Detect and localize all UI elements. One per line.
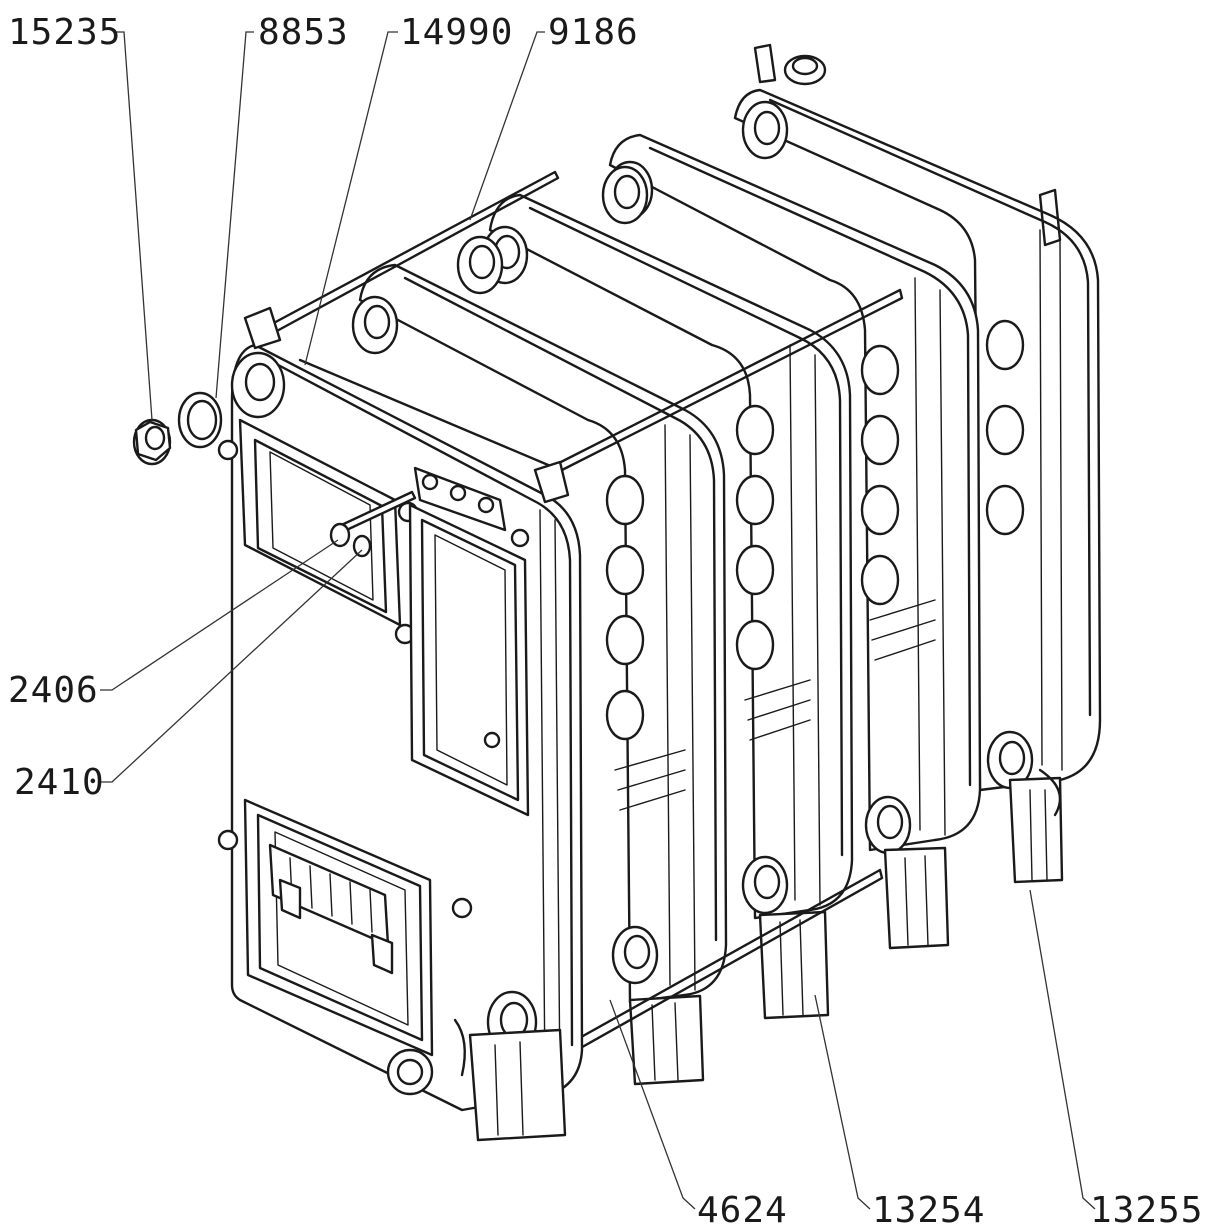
callout-2406: 2406 [8, 670, 99, 711]
right-window [408, 503, 530, 817]
plate-3-lugs [860, 344, 912, 855]
plate-4-rear [733, 43, 1102, 884]
callout-13254: 13254 [872, 1190, 985, 1231]
plug-15235 [132, 418, 172, 466]
callout-9186: 9186 [548, 12, 639, 53]
plate-1 [351, 235, 728, 1086]
plate-2 [481, 165, 854, 1020]
o-ring-8853 [177, 391, 223, 449]
upper-window [217, 418, 419, 645]
plate-3 [606, 100, 982, 950]
lower-window [217, 798, 473, 1057]
tie-rods [268, 170, 904, 1070]
callout-13255: 13255 [1090, 1190, 1203, 1231]
leader-lines [100, 31, 1096, 1210]
callout-15235: 15235 [8, 12, 121, 53]
callout-14990: 14990 [400, 12, 513, 53]
bolt-2406-2410 [329, 490, 417, 558]
plate-2-lugs [735, 404, 789, 915]
callout-4624: 4624 [697, 1190, 788, 1231]
plate-1-lugs [605, 474, 659, 985]
callout-8853: 8853 [258, 12, 349, 53]
callout-2410: 2410 [14, 762, 105, 803]
front-end-plate [217, 306, 584, 1142]
